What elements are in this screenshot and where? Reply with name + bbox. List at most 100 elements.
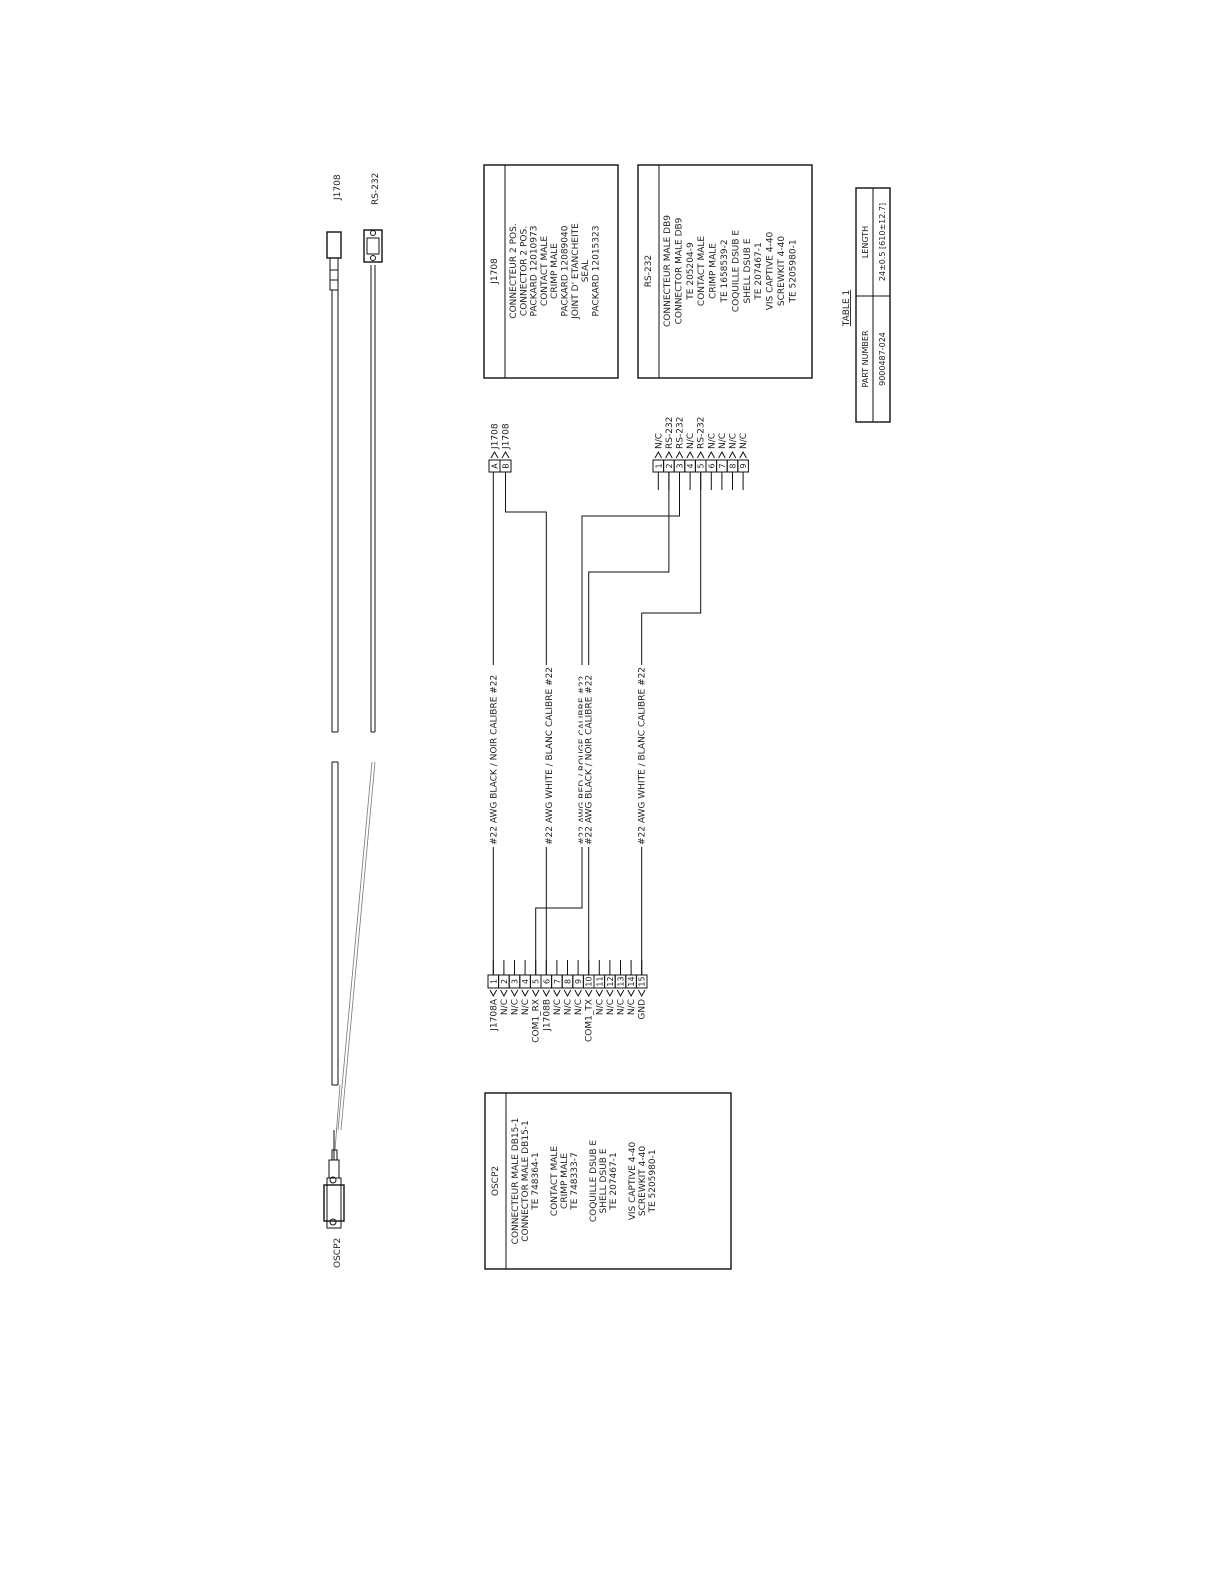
rs232-box-line-10: SCREWKIT 4-40 <box>777 236 787 306</box>
db15-pin-mark <box>500 989 508 998</box>
oscp2-box-line-8: COQUILLE DSUB E <box>589 1140 599 1223</box>
wire-label-gap <box>635 665 648 847</box>
db15-pin-mark <box>521 989 529 998</box>
j1708-box-line-2: PACKARD 12010973 <box>530 226 540 317</box>
table-caption: TABLE 1 <box>842 290 852 327</box>
wire-routes <box>492 472 702 975</box>
rs232-box-line-2: TE 205204-9 <box>686 242 696 301</box>
j1708-box-line-7: SEAL <box>581 260 591 283</box>
j1708-pin-mark <box>490 451 499 459</box>
j1708-pin-label: J1708 <box>491 423 501 450</box>
db9-pin-label: RS-232 <box>676 417 686 449</box>
db9-pin-mark <box>675 450 684 459</box>
oscp2-box-line-5: CRIMP MALE <box>560 1153 570 1209</box>
db15-pin-label: J1708A <box>489 998 499 1032</box>
rs232-box-line-9: VIS CAPTIVE 4-40 <box>766 231 776 310</box>
db15-pin-number: 15 <box>638 976 647 986</box>
db9-pin-mark <box>718 450 726 459</box>
db9-pin-label: RS-232 <box>665 417 675 449</box>
wire-route <box>505 472 547 975</box>
rs232-box-line-11: TE 5205980-1 <box>788 239 798 303</box>
oscp2-box-title: OSCP2 <box>491 1166 501 1196</box>
db15-pin-number: 14 <box>627 976 636 986</box>
rs232-box-line-6: COQUILLE DSUB E <box>731 230 741 313</box>
j1708-end-label: J1708 <box>333 174 343 201</box>
db15-pin-mark <box>595 989 604 998</box>
table-cell-part-number: 9000487-024 <box>878 332 887 386</box>
j1708-pin-block: A J1708B J1708 <box>488 423 512 473</box>
j1708-connector-graphic <box>326 231 342 291</box>
db15-pin-number: 3 <box>511 979 520 984</box>
oscp2-box-line-1: CONNECTOR MALE DB15-1 <box>521 1120 531 1242</box>
oscp2-box-line-10: TE 207467-1 <box>609 1152 619 1210</box>
rs232-box-line-5: TE 1658539-2 <box>720 239 730 303</box>
db9-pin-label: N/C <box>686 433 696 449</box>
db15-pin-number: 12 <box>606 976 615 986</box>
rs232-box-line-4: CRIMP MALE <box>709 243 719 299</box>
db15-pin-label: N/C <box>606 999 616 1015</box>
db9-pin-number: 5 <box>697 463 706 468</box>
rs232-db9-connector-graphic <box>363 229 383 263</box>
rs232-box-line-1: CONNECTOR MALE DB9 <box>674 217 684 324</box>
oscp2-box-line-14: TE 5205980-1 <box>648 1149 658 1213</box>
j1708-pin-number: A <box>491 463 500 469</box>
oscp2-end-label: OSCP2 <box>333 1238 343 1268</box>
oscp2-box-line-2: TE 748364-1 <box>531 1152 541 1210</box>
db9-pin-label: N/C <box>654 433 664 449</box>
j1708-pin-label: J1708 <box>502 423 512 450</box>
db15-pin-label: COM1_RX <box>532 999 542 1043</box>
db9-pin-number: 1 <box>654 463 663 468</box>
db15-pin-mark <box>606 989 614 998</box>
db9-pin-number: 3 <box>676 463 685 468</box>
j1708-box-line-4: CRIMP MALE <box>550 243 560 299</box>
table-cell-length: 24±0.5 [610±12.7] <box>878 203 887 281</box>
db9-pin-number: 6 <box>707 463 716 468</box>
db15-pin-label: J1708B <box>542 999 552 1032</box>
db15-pin-number: 13 <box>617 976 626 986</box>
db15-pin-number: 4 <box>521 979 530 984</box>
oscp2-box-line-9: SHELL DSUB E <box>599 1148 609 1213</box>
db15-pin-mark <box>510 989 519 998</box>
db15-pin-mark <box>563 989 572 998</box>
db9-pin-mark <box>686 450 694 459</box>
wire-label-gap <box>487 665 500 847</box>
db9-pin-mark <box>696 450 705 459</box>
db15-pin-number: 11 <box>595 976 604 986</box>
db15-pin-label: N/C <box>500 999 510 1015</box>
db15-pin-number: 9 <box>574 979 583 984</box>
wire-route <box>641 472 702 975</box>
db15-pin-mark <box>489 989 498 998</box>
db9-pin-block: 1N/C2RS-2323RS-2324N/C5RS-2326N/C7N/C8N/… <box>652 417 749 490</box>
db15-pin-number: 5 <box>532 979 541 984</box>
j1708-pin-number: B <box>502 463 511 469</box>
j1708-box-line-8: PACKARD 12015323 <box>591 226 601 317</box>
db15-pin-number: 2 <box>500 979 509 984</box>
j1708-box-line-3: CONTACT MALE <box>540 236 550 306</box>
j1708-box-line-6: JOINT D' ETANCHEITE <box>571 223 581 320</box>
db15-pin-label: N/C <box>564 999 574 1015</box>
part-number-table: TABLE 1 PART NUMBER LENGTH 9000487-024 2… <box>842 187 891 423</box>
rs232-box-line-7: SHELL DSUB E <box>743 238 753 303</box>
db9-pin-mark <box>728 450 737 459</box>
j1708-info-box: J1708 CONNECTEUR 2 POS.CONNECTOR 2 POS.P… <box>483 164 619 379</box>
cable-assembly-drawing: OSCP2 J1708 RS-232 <box>323 173 383 1268</box>
db15-pin-number: 10 <box>585 976 594 986</box>
rs232-end-label: RS-232 <box>371 173 381 205</box>
db15-pin-mark <box>616 989 625 998</box>
wire-route <box>588 472 670 975</box>
db9-pin-number: 8 <box>729 463 738 468</box>
oscp2-box-line-4: CONTACT MALE <box>550 1146 560 1216</box>
wire-route <box>535 472 680 975</box>
db9-pin-number: 7 <box>718 463 727 468</box>
db9-pin-mark <box>654 450 663 459</box>
j1708-box-line-0: CONNECTEUR 2 POS. <box>509 223 519 318</box>
db15-pin-mark <box>637 989 646 998</box>
wire-label: #22 AWG WHITE / BLANC CALIBRE #22 <box>545 667 555 845</box>
wire-label: #22 AWG WHITE / BLANC CALIBRE #22 <box>638 667 648 845</box>
db9-pin-label: N/C <box>729 433 739 449</box>
table-header-length: LENGTH <box>861 226 870 258</box>
oscp2-db15-connector-graphic <box>323 1130 345 1229</box>
db9-pin-mark <box>665 450 673 459</box>
db15-pin-mark <box>542 989 551 998</box>
